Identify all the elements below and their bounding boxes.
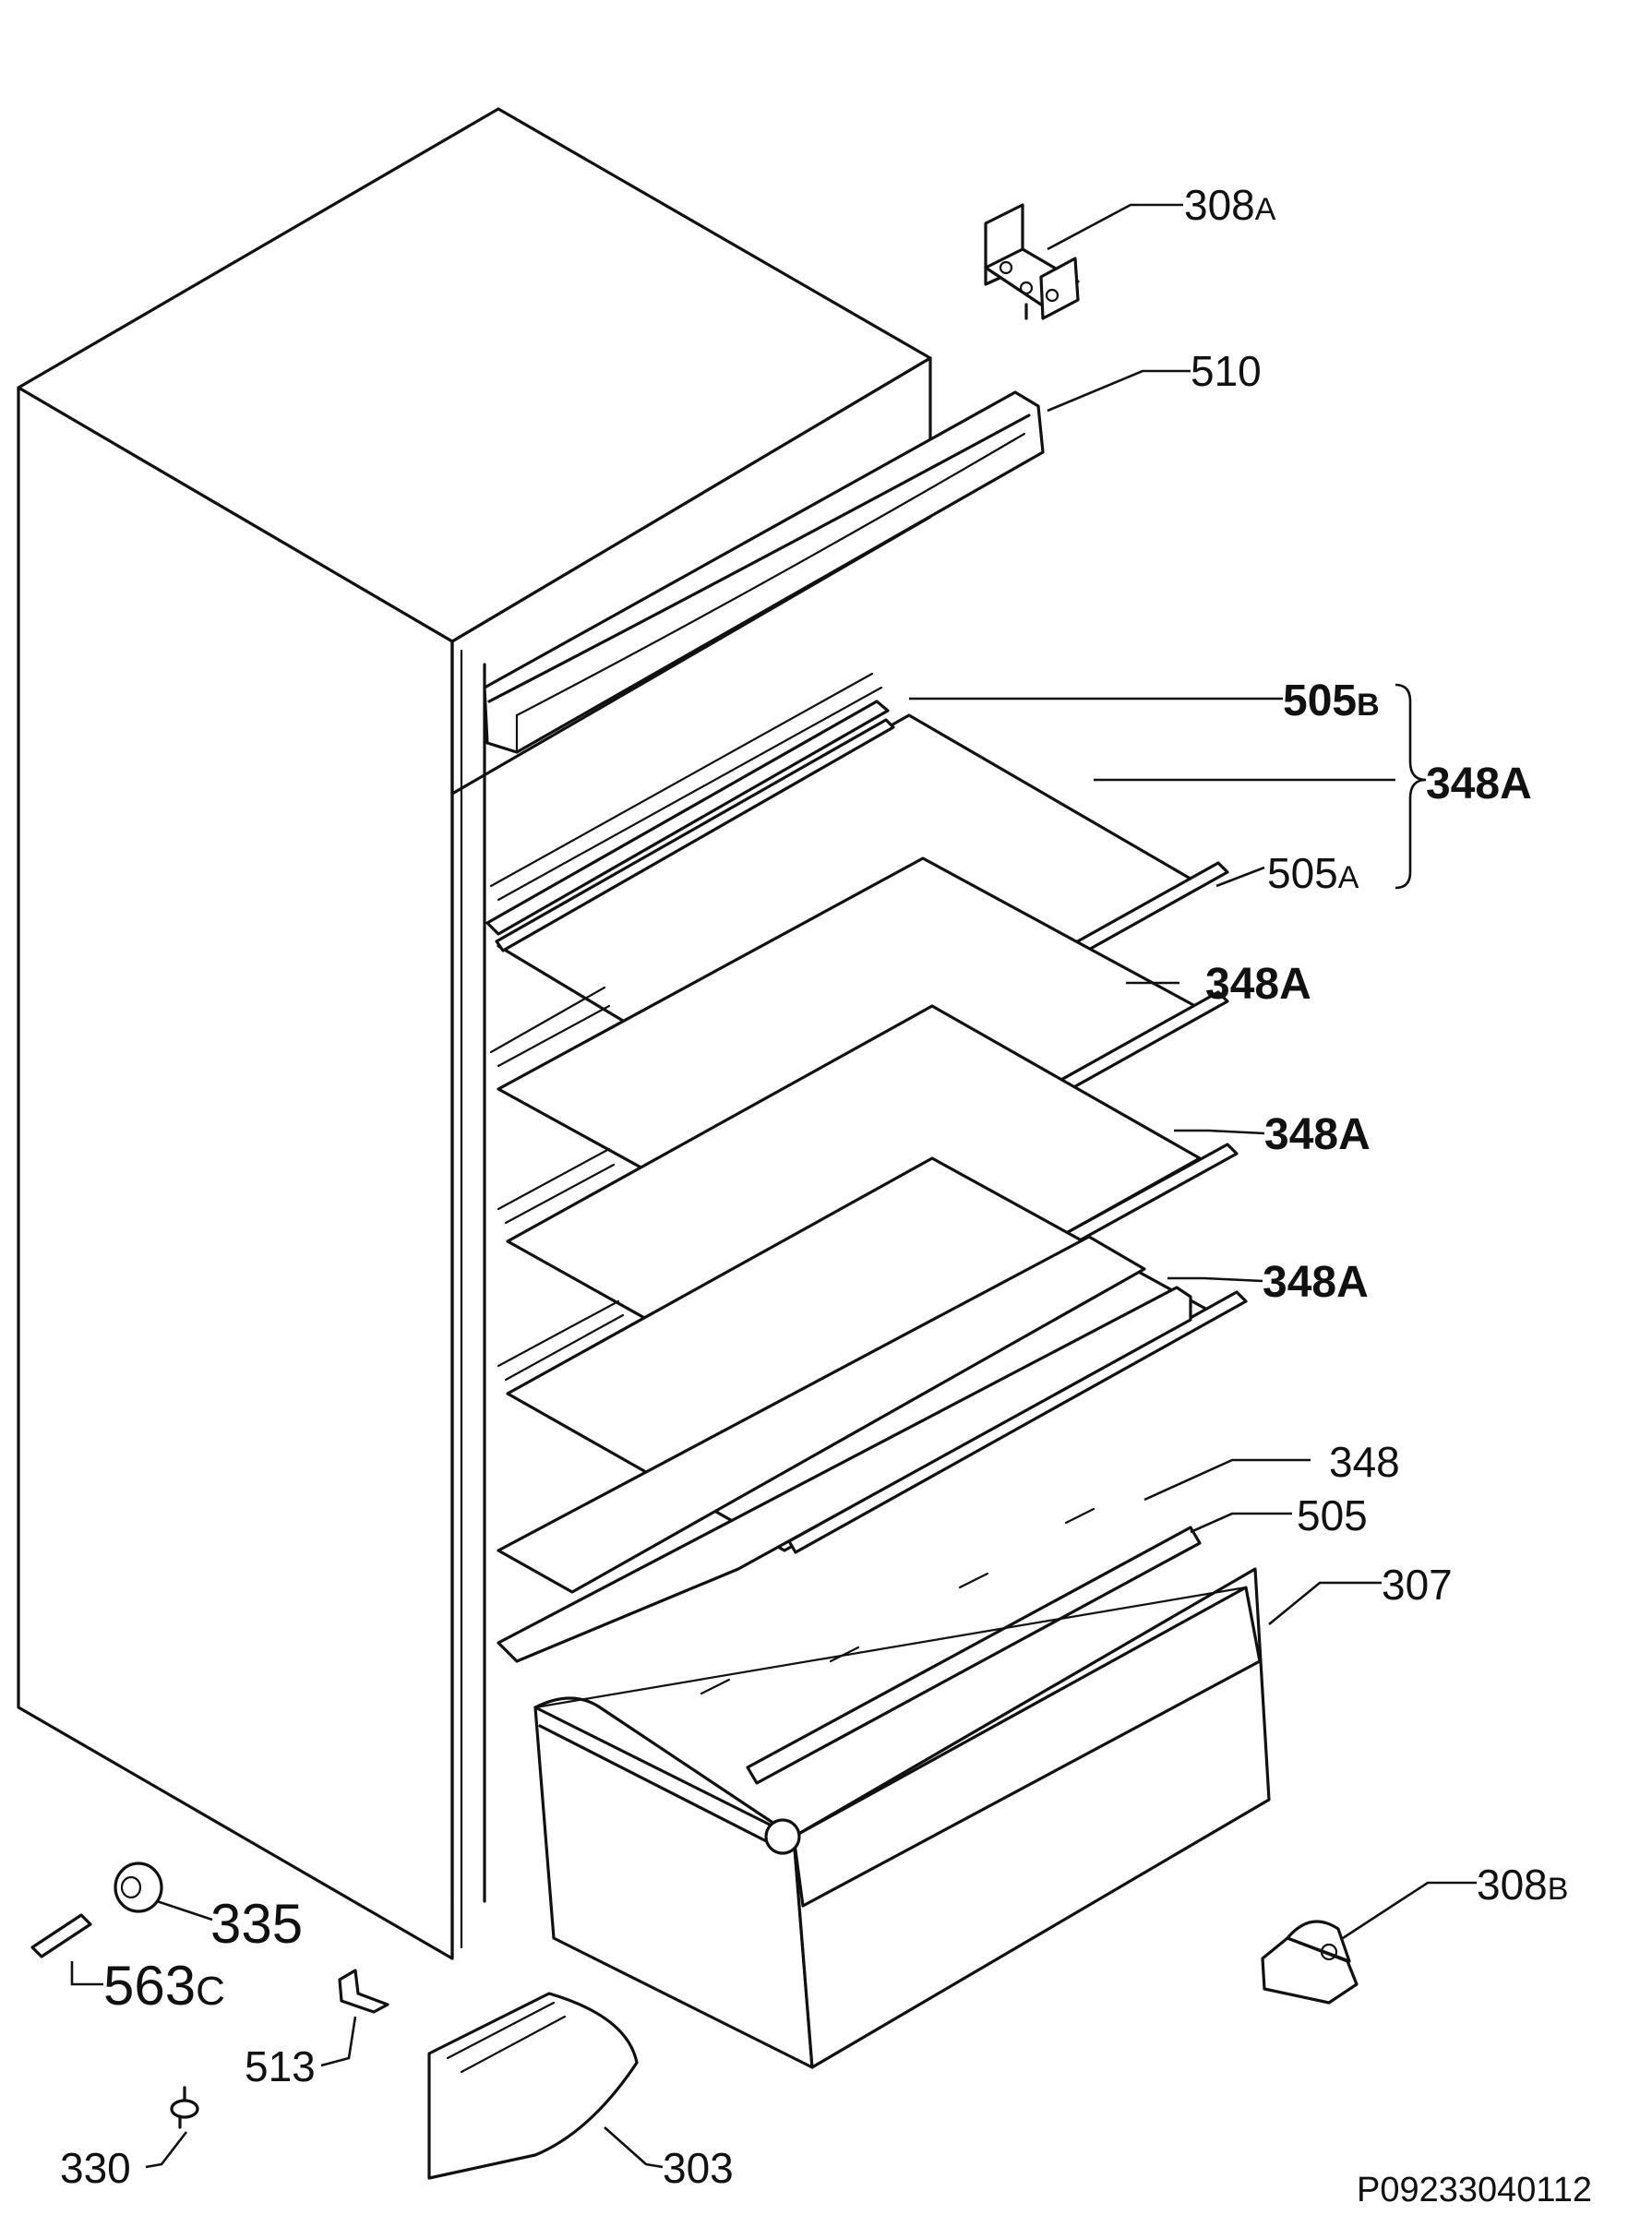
- hinge-308a: [984, 203, 1080, 320]
- label-505a: 505A: [1267, 849, 1359, 897]
- label-505: 505: [1297, 1491, 1368, 1539]
- label-335: 335: [210, 1893, 303, 1955]
- label-307: 307: [1382, 1561, 1453, 1609]
- label-308b: 308B: [1477, 1861, 1568, 1909]
- crisper-drawer-307: [533, 1567, 1271, 2069]
- label-510: 510: [1191, 347, 1262, 395]
- front-trim-505: [746, 1526, 1202, 1785]
- part-513-clip: [338, 1969, 389, 2014]
- label-348a-2: 348A: [1264, 1110, 1371, 1159]
- part-330-screw: [170, 2086, 199, 2129]
- part-335-washer: [114, 1862, 163, 1913]
- label-348a-1: 348A: [1205, 960, 1311, 1009]
- leader-lines: [70, 203, 1477, 2169]
- label-303: 303: [663, 2144, 734, 2192]
- label-513: 513: [245, 2042, 316, 2090]
- top-trim-510: [483, 390, 1045, 754]
- plinth-cover-303: [427, 1992, 639, 2180]
- label-348a-group: 348A: [1426, 760, 1532, 808]
- crisper-cover-348: [497, 1235, 1192, 1695]
- part-563c-pin: [30, 1913, 92, 1958]
- label-330: 330: [60, 2144, 131, 2192]
- reference-code: P09233040112: [1357, 2171, 1592, 2209]
- label-348a-3: 348A: [1263, 1258, 1369, 1307]
- label-505b: 505B: [1283, 676, 1380, 725]
- hinge-308b: [1261, 1920, 1359, 2005]
- label-563c: 563C: [103, 1955, 225, 2017]
- callout-labels: 308A 510 505B 348A 505A 348A 348A 348A 3…: [60, 181, 1592, 2209]
- label-308a: 308A: [1184, 181, 1276, 229]
- label-348: 348: [1329, 1438, 1400, 1486]
